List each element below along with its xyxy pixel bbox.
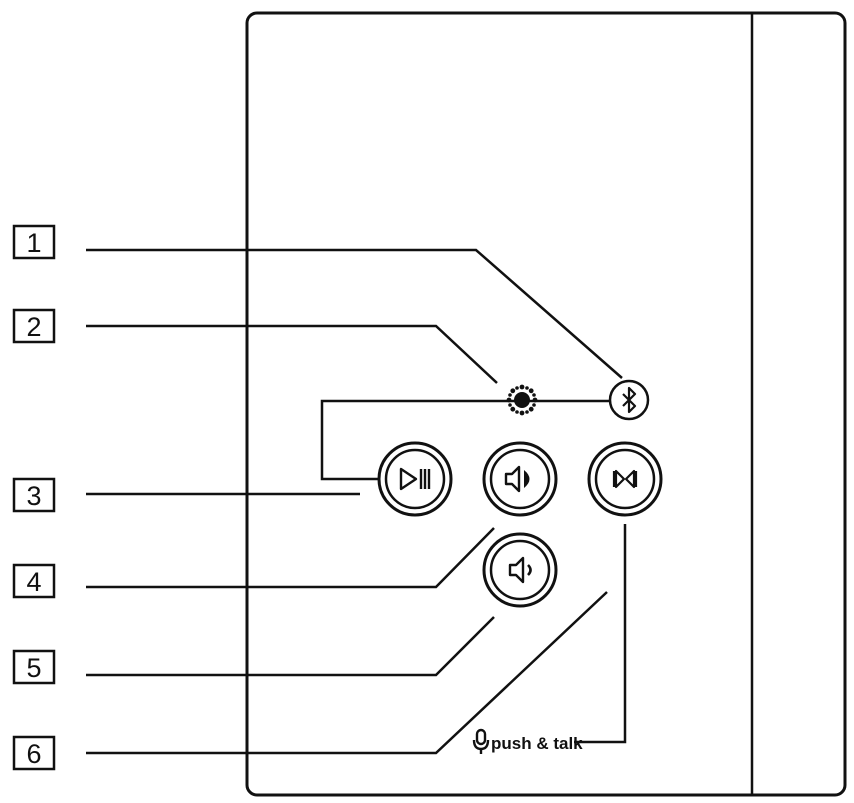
skip-icon bbox=[612, 469, 638, 489]
callout-1: 1 bbox=[12, 224, 56, 260]
callout-4: 4 bbox=[12, 563, 56, 599]
play-pause-button[interactable] bbox=[377, 441, 453, 517]
volume-down-icon bbox=[508, 556, 532, 584]
leader-line-6 bbox=[86, 591, 608, 755]
device-body bbox=[245, 11, 847, 797]
volume-up-icon bbox=[504, 465, 530, 493]
leader-line-5 bbox=[86, 616, 495, 677]
play-pause-icon bbox=[399, 467, 431, 491]
bluetooth-indicator bbox=[608, 379, 650, 421]
volume-down-button[interactable] bbox=[482, 532, 558, 608]
led-play-bracket bbox=[320, 399, 614, 481]
callout-5: 5 bbox=[12, 649, 56, 685]
callout-2: 2 bbox=[12, 308, 56, 344]
status-led-icon bbox=[506, 384, 538, 416]
leader-line-1 bbox=[86, 248, 623, 379]
callout-6-number: 6 bbox=[26, 739, 41, 769]
push-to-talk-button[interactable] bbox=[587, 441, 663, 517]
callout-6: 6 bbox=[12, 735, 56, 771]
callout-5-number: 5 bbox=[26, 653, 41, 683]
push-talk-bracket bbox=[574, 524, 627, 744]
callout-1-number: 1 bbox=[26, 228, 41, 258]
callout-2-number: 2 bbox=[26, 312, 41, 342]
callout-3-number: 3 bbox=[26, 481, 41, 511]
push-to-talk-label: push & talk bbox=[472, 728, 583, 754]
bluetooth-icon bbox=[622, 386, 637, 414]
push-to-talk-text: push & talk bbox=[491, 734, 583, 753]
leader-line-2 bbox=[86, 324, 498, 384]
callout-3: 3 bbox=[12, 477, 56, 513]
leader-line-4 bbox=[86, 527, 495, 589]
callout-4-number: 4 bbox=[26, 567, 41, 597]
volume-up-button[interactable] bbox=[482, 441, 558, 517]
microphone-icon bbox=[472, 728, 490, 754]
